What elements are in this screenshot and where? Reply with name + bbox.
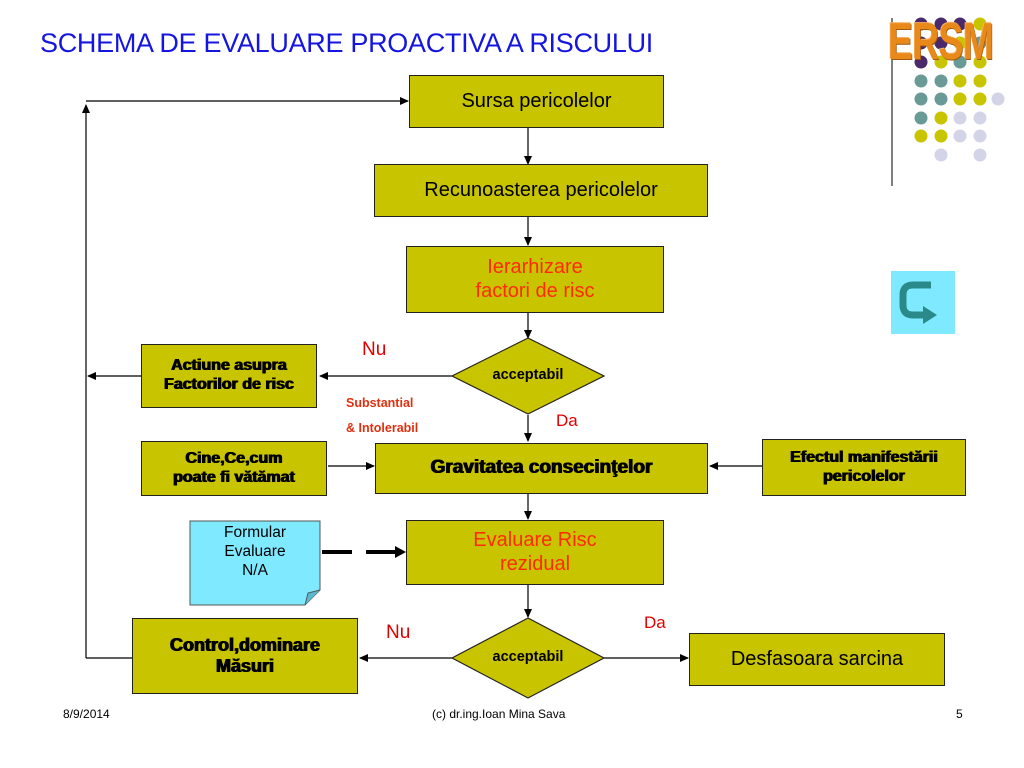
node-actiune-asupra: Actiune asupra Factorilor de risc <box>141 344 317 408</box>
node-label-line1: Control,dominare <box>169 634 320 655</box>
node-label: Gravitatea consecinţelor <box>430 457 653 479</box>
node-label-line2: poate fi vătămat <box>173 468 295 486</box>
footer-page-number: 5 <box>956 707 963 721</box>
node-label-line2: rezidual <box>499 552 571 575</box>
label-substantial-line1: Substantial <box>346 396 414 410</box>
node-label: Sursa pericolelor <box>461 89 612 112</box>
node-label-line2: Factorilor de risc <box>164 376 294 393</box>
node-evaluare-risc-rezidual: Evaluare Risc rezidual <box>406 520 664 585</box>
formular-line2: Evaluare <box>224 542 286 560</box>
return-arrow-icon <box>899 281 937 324</box>
return-button[interactable] <box>891 271 955 334</box>
node-label: Recunoasterea pericolelor <box>424 178 658 201</box>
node-label: Desfasoara sarcina <box>730 647 904 670</box>
node-label-line1: Actiune asupra <box>171 357 287 375</box>
logo-dots <box>914 17 1005 162</box>
label-nu-2: Nu <box>386 622 411 643</box>
node-label-line1: Cine,Ce,cum <box>185 449 283 467</box>
node-label-line2: factori de risc <box>475 279 595 302</box>
node-cine-ce-cum: Cine,Ce,cum poate fi vătămat <box>141 441 327 496</box>
decision-diamond-2 <box>450 617 606 699</box>
formular-note: Formular Evaluare N/A <box>190 524 320 581</box>
slide-title: SCHEMA DE EVALUARE PROACTIVA A RISCULUI <box>40 28 653 58</box>
decision-diamond-1 <box>450 337 606 415</box>
formular-line1: Formular <box>223 524 286 541</box>
node-label-line2: Măsuri <box>215 656 275 676</box>
node-ierarhizare: Ierarhizare factori de risc <box>406 246 664 313</box>
footer-date: 8/9/2014 <box>63 707 110 721</box>
label-substantial-line2: & Intolerabil <box>346 421 419 435</box>
node-label-line1: Efectul manifestării <box>790 448 938 466</box>
logo-text: ERSM <box>888 13 994 71</box>
node-sursa-pericolelor: Sursa pericolelor <box>409 75 664 128</box>
label-da-2: Da <box>644 613 666 632</box>
label-substantial: Substantial & Intolerabil <box>346 391 418 441</box>
node-label-line2: pericolelor <box>823 467 905 485</box>
node-label-line1: Ierarhizare <box>487 255 583 278</box>
label-nu-1: Nu <box>362 339 387 360</box>
decision-label-2: acceptabil <box>492 649 564 665</box>
decision-label-1: acceptabil <box>492 367 564 383</box>
label-da-1: Da <box>556 411 578 430</box>
node-recunoasterea-pericolelor: Recunoasterea pericolelor <box>374 164 708 217</box>
node-label-line1: Evaluare Risc <box>473 528 597 551</box>
node-control-dominare: Control,dominare Măsuri <box>132 618 358 694</box>
node-desfasoara-sarcina: Desfasoara sarcina <box>689 633 945 686</box>
node-efectul-manifestarii: Efectul manifestării pericolelor <box>762 439 966 496</box>
footer-author: (c) dr.ing.Ioan Mina Sava <box>432 707 566 721</box>
node-gravitatea-consecintelor: Gravitatea consecinţelor <box>375 443 708 494</box>
formular-line3: N/A <box>242 561 268 579</box>
